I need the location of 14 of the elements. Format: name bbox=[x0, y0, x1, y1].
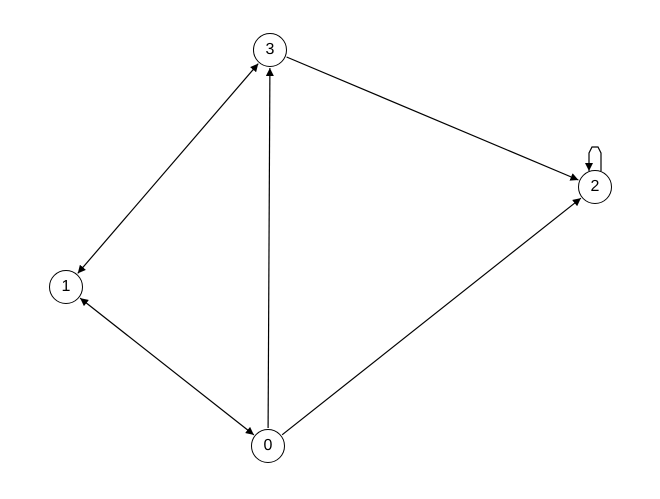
node-circle bbox=[578, 170, 612, 204]
arrow bbox=[80, 298, 254, 436]
arrow bbox=[282, 198, 582, 436]
node-label: 0 bbox=[264, 438, 272, 454]
node-label: 3 bbox=[266, 42, 274, 58]
arrow bbox=[266, 68, 274, 428]
node-label: 2 bbox=[590, 179, 600, 195]
arrow bbox=[585, 146, 602, 171]
arrow bbox=[286, 56, 579, 181]
arrow bbox=[77, 63, 259, 274]
node-circle bbox=[253, 33, 287, 67]
node-circle bbox=[49, 270, 83, 304]
node-circle bbox=[251, 429, 285, 463]
node-label: 1 bbox=[62, 279, 70, 295]
